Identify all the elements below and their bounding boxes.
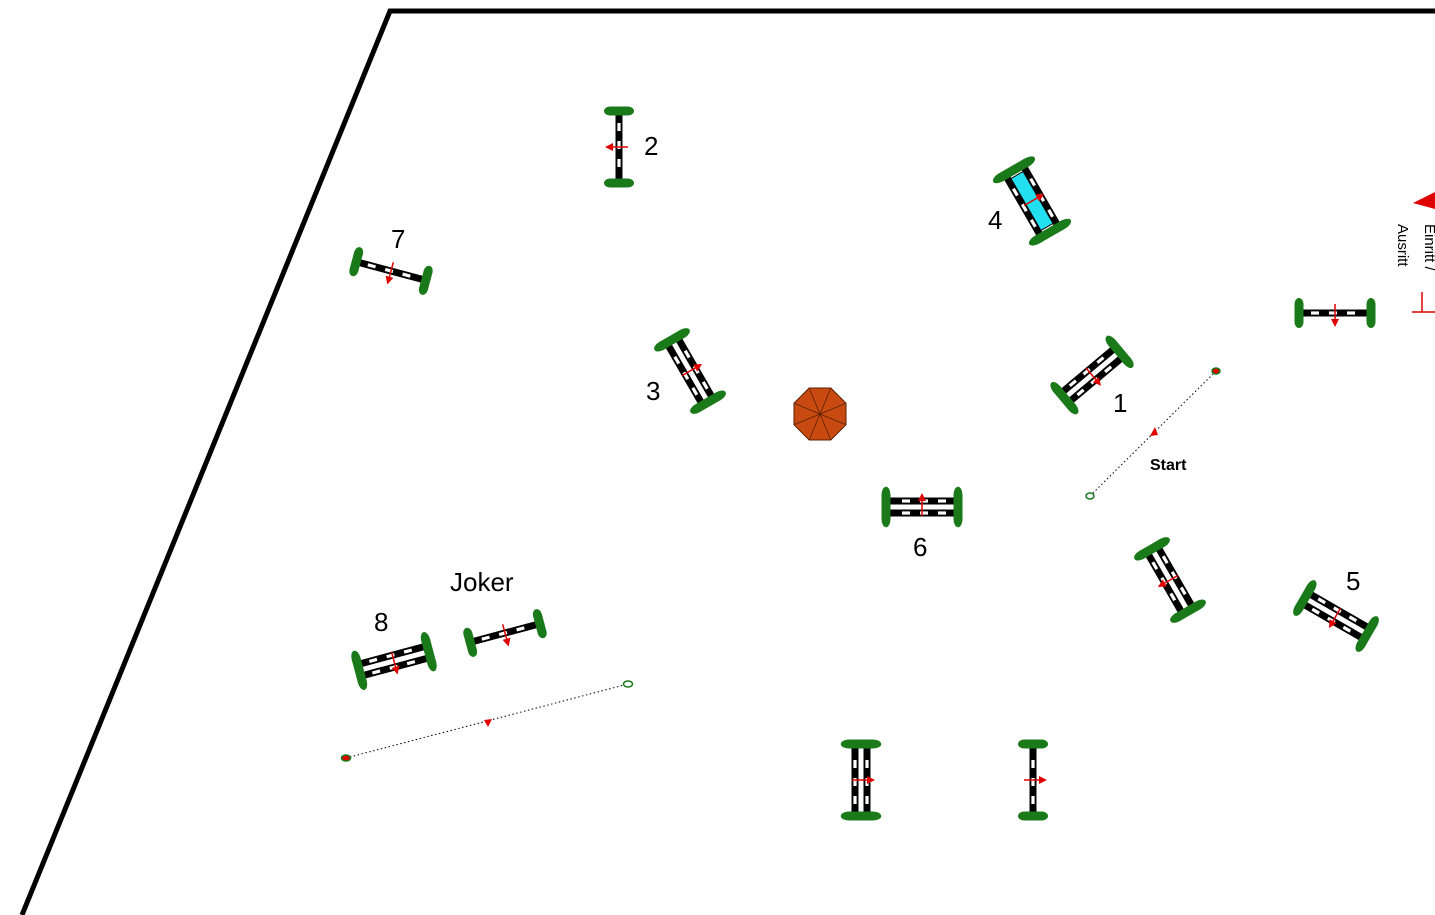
entry-label-line1: Einritt / (1421, 224, 1435, 272)
fence-2[interactable] (604, 107, 634, 188)
entry-arrow-icon (1412, 192, 1435, 313)
fence-6[interactable] (882, 487, 963, 528)
arena-border (19, 8, 1435, 915)
fence-unnumbered-bottom-vertical[interactable] (1018, 740, 1048, 821)
fence-8[interactable] (350, 631, 439, 691)
fence-label-4: 4 (988, 205, 1002, 235)
joker-label: Joker (450, 567, 514, 597)
fence-unnumbered-near-gate[interactable] (1295, 298, 1376, 328)
fence-label-7: 7 (391, 224, 405, 254)
entry-label-line2: Ausritt (1394, 224, 1411, 267)
fence-label-3: 3 (646, 376, 660, 406)
fence-label-2: 2 (644, 131, 658, 161)
fence-label-8: 8 (374, 607, 388, 637)
start-line-icon (1085, 367, 1221, 500)
fence-3[interactable] (652, 326, 728, 416)
fence-label-1: 1 (1113, 388, 1127, 418)
umbrella-icon (793, 387, 847, 441)
finish-line-icon (340, 680, 634, 762)
start-label: Start (1150, 457, 1187, 474)
fence-label-6: 6 (913, 532, 927, 562)
fence-unnumbered-right-oxer[interactable] (1132, 535, 1208, 625)
fence-label-5: 5 (1346, 566, 1360, 596)
fence-unnumbered-bottom-oxer[interactable] (841, 740, 882, 821)
fence-5[interactable] (1291, 578, 1381, 654)
fence-4[interactable] (991, 154, 1073, 248)
fence-joker[interactable] (462, 608, 548, 658)
